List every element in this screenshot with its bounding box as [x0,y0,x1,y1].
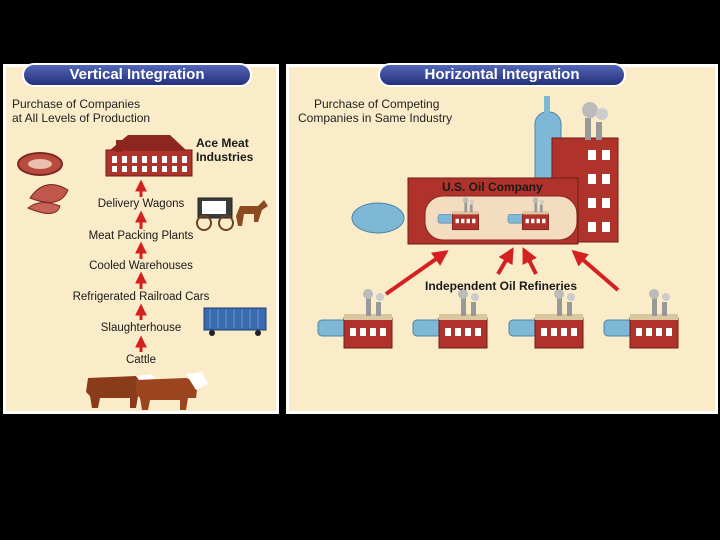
step-cooled-warehouses: Cooled Warehouses [89,260,193,272]
independent-refineries-row [317,288,679,349]
factory-icon [105,135,193,177]
cattle-icon [86,372,208,410]
us-oil-company-label: U.S. Oil Company [442,180,543,194]
oil-refinery-icon [407,102,619,245]
horizontal-arrows [384,247,620,296]
horizontal-subtitle-line2: Companies in Same Industry [298,111,453,125]
vertical-integration-panel [3,64,279,414]
ace-meat-line1: Ace Meat [196,136,249,150]
horizontal-subtitle-line1: Purchase of Competing [314,97,440,111]
ace-meat-line2: Industries [196,150,254,164]
horizontal-subtitle: Purchase of Competing Companies in Same … [298,97,452,125]
step-slaughterhouse: Slaughterhouse [100,322,182,334]
railcar-icon [203,307,267,336]
wagon-horse-icon [196,197,268,231]
independent-refineries-label: Independent Oil Refineries [425,279,578,293]
vertical-integration-title: Vertical Integration [22,63,252,87]
vertical-subtitle-line1: Purchase of Companies [12,97,141,111]
vertical-subtitle: Purchase of Companies at All Levels of P… [12,97,150,125]
step-meat-packing-plants: Meat Packing Plants [88,230,194,242]
step-delivery-wagons: Delivery Wagons [97,198,185,210]
horizontal-integration-title: Horizontal Integration [378,63,626,87]
vertical-subtitle-line2: at All Levels of Production [12,111,151,125]
meat-icon [17,152,69,214]
ace-meat-label: Ace Meat Industries [196,136,253,164]
step-cattle: Cattle [125,354,157,366]
step-refrigerated-railroad-cars: Refrigerated Railroad Cars [72,291,210,303]
